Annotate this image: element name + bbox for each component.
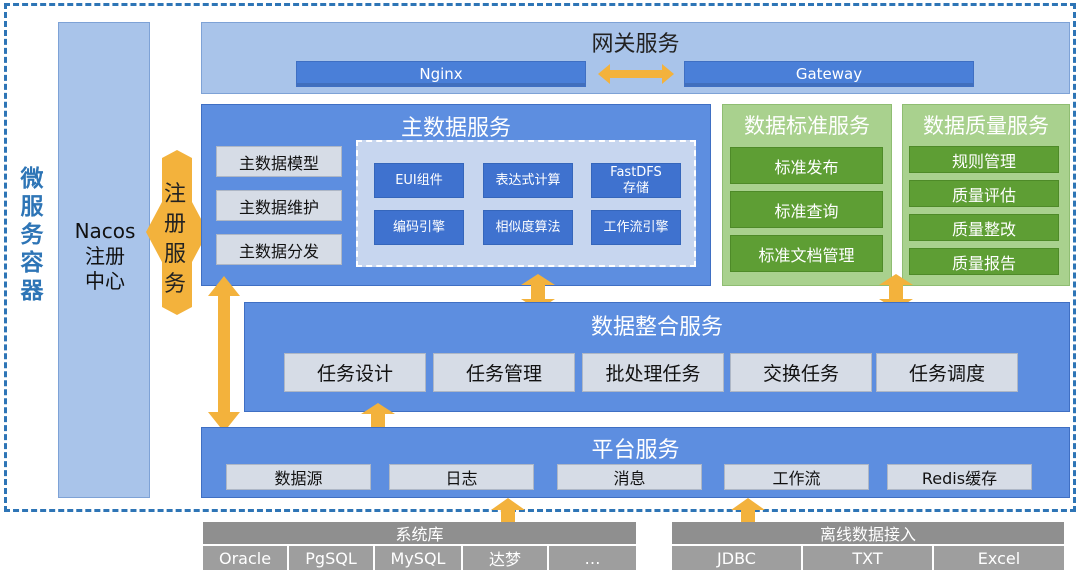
container-label-char: 服 <box>20 194 44 220</box>
system-db-title: 系统库 <box>203 522 636 544</box>
db-pgsql: PgSQL <box>289 546 375 570</box>
data-integration-title: 数据整合服务 <box>590 315 723 340</box>
micro-service-container <box>4 3 1076 512</box>
offline-excel: Excel <box>934 546 1064 570</box>
container-label-char: 容 <box>20 250 44 276</box>
register-char: 册 <box>163 212 186 237</box>
nacos-registry: Nacos 注册 中心 <box>58 22 150 498</box>
container-label-char: 微 <box>20 166 44 192</box>
db-mysql: MySQL <box>375 546 463 570</box>
component-fastdfs: FastDFS 存储 <box>591 163 681 198</box>
vertical-arrow-icon <box>521 274 555 310</box>
db-oracle: Oracle <box>203 546 289 570</box>
platform-title: 平台服务 <box>591 438 680 463</box>
data-quality-title: 数据质量服务 <box>923 114 1049 138</box>
component-group <box>356 140 696 267</box>
component-eui: EUI组件 <box>374 163 464 198</box>
container-label-char: 务 <box>20 222 44 248</box>
quality-rectification: 质量整改 <box>909 214 1059 241</box>
nginx-node: Nginx <box>296 61 586 87</box>
quality-report: 质量报告 <box>909 248 1059 275</box>
standard-query: 标准查询 <box>730 191 883 228</box>
offline-txt: TXT <box>803 546 934 570</box>
gateway-title: 网关服务 <box>591 32 680 57</box>
nacos-label-line: 中心 <box>85 269 125 293</box>
platform-redis-cache: Redis缓存 <box>887 464 1032 490</box>
component-encoding: 编码引擎 <box>374 210 464 245</box>
exchange-task: 交换任务 <box>730 353 872 392</box>
master-data-title: 主数据服务 <box>400 116 511 141</box>
register-char: 服 <box>163 242 186 267</box>
task-scheduling: 任务调度 <box>876 353 1018 392</box>
vertical-long-arrow-icon <box>208 276 240 432</box>
register-service-label: 注 册 服 务 <box>160 180 190 300</box>
container-label-char: 器 <box>20 278 44 304</box>
offline-data-title: 离线数据接入 <box>672 522 1064 544</box>
rule-management: 规则管理 <box>909 146 1059 173</box>
nacos-label-line: Nacos <box>74 219 136 243</box>
platform-log: 日志 <box>389 464 534 490</box>
nacos-label-line: 注册 <box>85 244 125 268</box>
gateway-node: Gateway <box>684 61 974 87</box>
container-label: 微 服 务 容 器 <box>10 150 54 320</box>
task-management: 任务管理 <box>433 353 575 392</box>
standard-doc-management: 标准文档管理 <box>730 235 883 272</box>
component-expression: 表达式计算 <box>483 163 573 198</box>
vertical-arrow-icon <box>879 274 913 310</box>
register-char: 注 <box>163 182 186 207</box>
standard-publish: 标准发布 <box>730 147 883 184</box>
task-design: 任务设计 <box>284 353 426 392</box>
platform-message: 消息 <box>557 464 702 490</box>
double-arrow-icon <box>598 64 674 84</box>
offline-jdbc: JDBC <box>672 546 803 570</box>
platform-workflow: 工作流 <box>724 464 869 490</box>
component-similarity: 相似度算法 <box>483 210 573 245</box>
batch-task: 批处理任务 <box>582 353 724 392</box>
master-data-model: 主数据模型 <box>216 146 342 177</box>
component-workflow: 工作流引擎 <box>591 210 681 245</box>
data-standard-title: 数据标准服务 <box>744 114 870 138</box>
quality-assessment: 质量评估 <box>909 180 1059 207</box>
db-dameng: 达梦 <box>463 546 549 570</box>
nacos-label: Nacos 注册 中心 <box>59 219 151 294</box>
db-more: … <box>549 546 636 570</box>
master-data-distribution: 主数据分发 <box>216 234 342 265</box>
register-arrow-icon <box>146 150 208 315</box>
master-data-maintenance: 主数据维护 <box>216 190 342 221</box>
platform-datasource: 数据源 <box>226 464 371 490</box>
register-char: 务 <box>163 272 186 297</box>
